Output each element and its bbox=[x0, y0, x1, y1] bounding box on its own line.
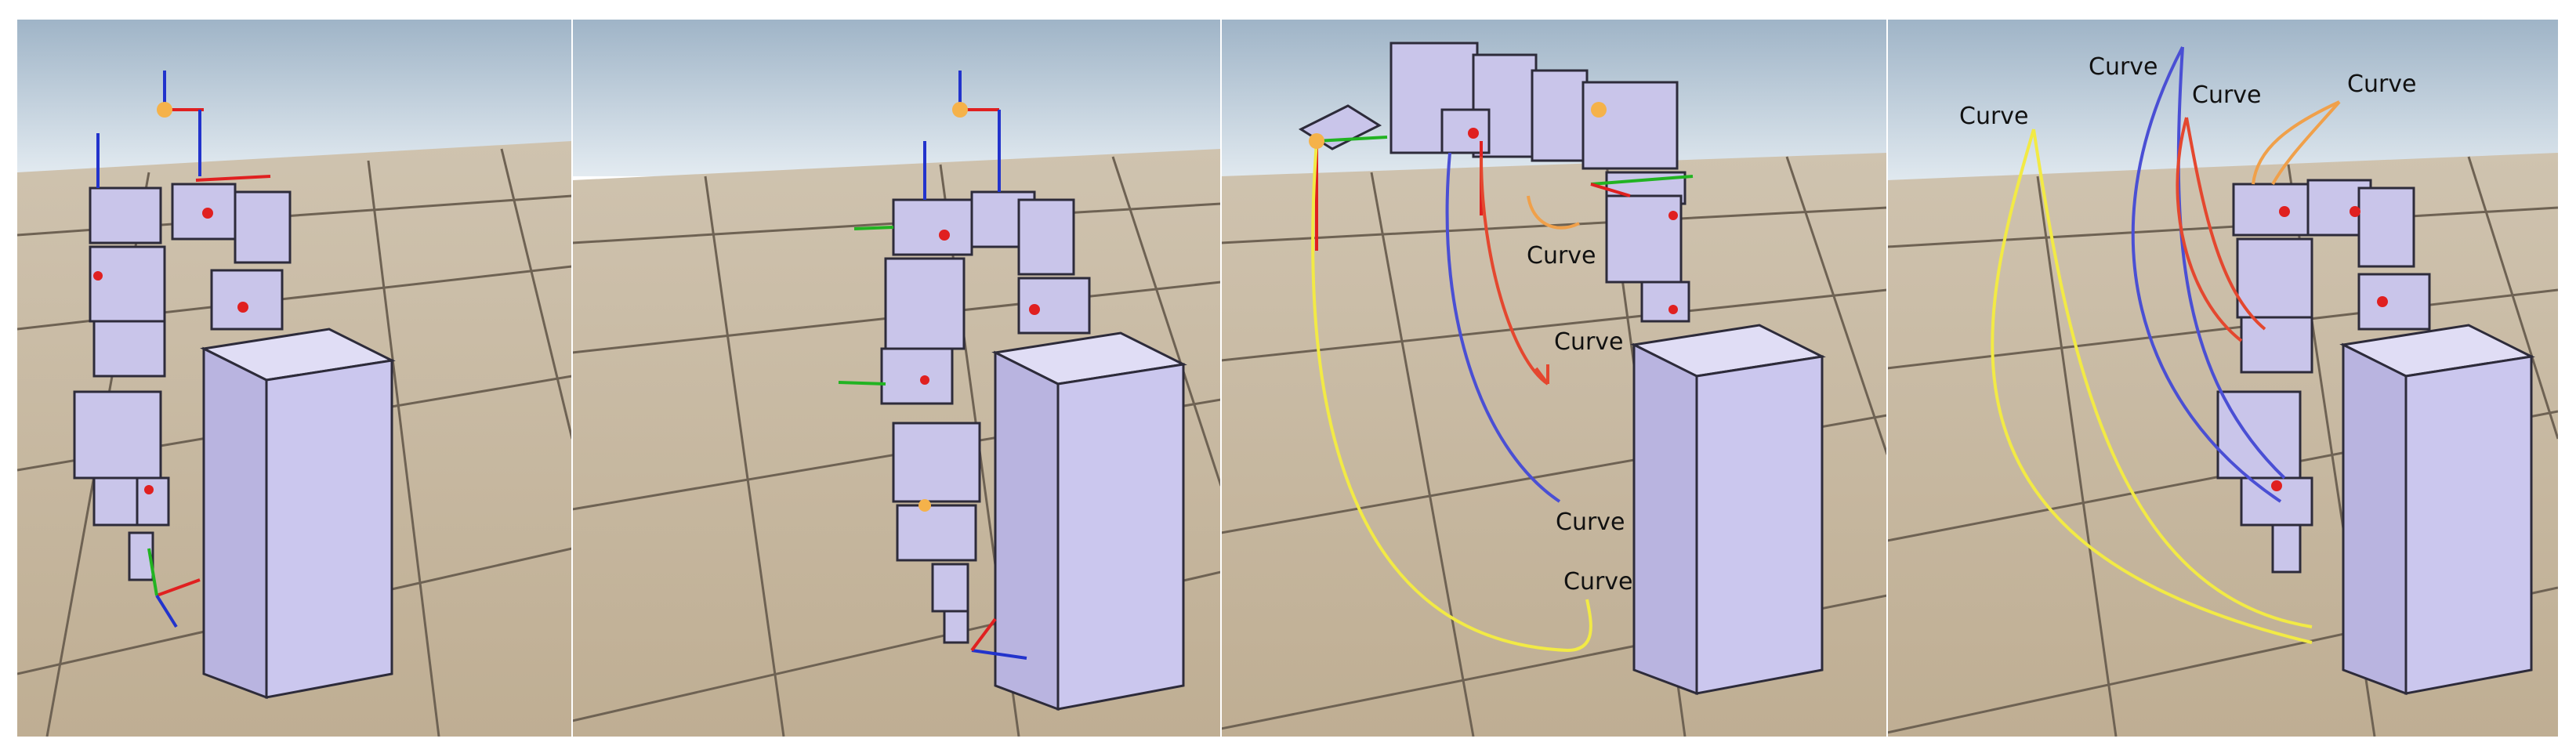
orange-curve-2 bbox=[2271, 100, 2341, 185]
panel-1 bbox=[17, 20, 572, 737]
blue-curve bbox=[2131, 46, 2282, 503]
joint-markers-2 bbox=[918, 102, 1040, 512]
orange-curve bbox=[1527, 195, 1580, 230]
robot-arm-4 bbox=[2216, 179, 2431, 574]
sky bbox=[572, 20, 1221, 176]
curve-label: Curve bbox=[2089, 53, 2158, 81]
joint-markers-1 bbox=[93, 102, 248, 494]
panel-dividers bbox=[571, 20, 1888, 737]
blue-curve-2 bbox=[2176, 46, 2286, 480]
pedestal-box bbox=[991, 331, 1187, 711]
red-curve bbox=[2176, 117, 2243, 342]
curve-labels-3: Curve Curve Curve Curve bbox=[1527, 242, 1633, 596]
panel-3: Curve Curve Curve Curve bbox=[1221, 20, 1887, 737]
curve-label: Curve bbox=[1554, 328, 1624, 356]
frame-axes-1 bbox=[96, 71, 271, 628]
red-curve-2 bbox=[2185, 117, 2266, 331]
yellow-curve bbox=[1311, 140, 1592, 653]
curve-label: Curve bbox=[2347, 71, 2417, 98]
joint-markers-4 bbox=[2271, 206, 2388, 491]
joint-markers-3 bbox=[1309, 102, 1678, 314]
curve-label: Curve bbox=[1959, 103, 2029, 130]
yellow-curve-2 bbox=[2032, 129, 2313, 628]
pedestal-box bbox=[1630, 324, 1826, 696]
orange-curve bbox=[2252, 100, 2340, 185]
trajectory-curves-3 bbox=[1311, 140, 1592, 653]
curve-label: Curve bbox=[1527, 242, 1596, 270]
curve-label: Curve bbox=[1563, 568, 1633, 596]
robot-arm-2 bbox=[880, 190, 1091, 644]
curve-label: Curve bbox=[2192, 81, 2262, 109]
curve-label: Curve bbox=[1556, 509, 1625, 536]
panel-4: Curve Curve Curve Curve bbox=[1887, 20, 2558, 737]
yellow-curve bbox=[1991, 129, 2313, 644]
robot-arm-1 bbox=[73, 183, 292, 581]
red-curve bbox=[1480, 156, 1549, 386]
blue-curve bbox=[1445, 152, 1561, 503]
panel-2 bbox=[572, 20, 1221, 737]
trajectory-curves-4 bbox=[1991, 46, 2341, 644]
pedestal-box bbox=[200, 328, 396, 700]
robot-arm-3 bbox=[1298, 42, 1690, 323]
curve-labels-4: Curve Curve Curve Curve bbox=[1959, 53, 2417, 130]
pedestal-box bbox=[2339, 324, 2535, 696]
